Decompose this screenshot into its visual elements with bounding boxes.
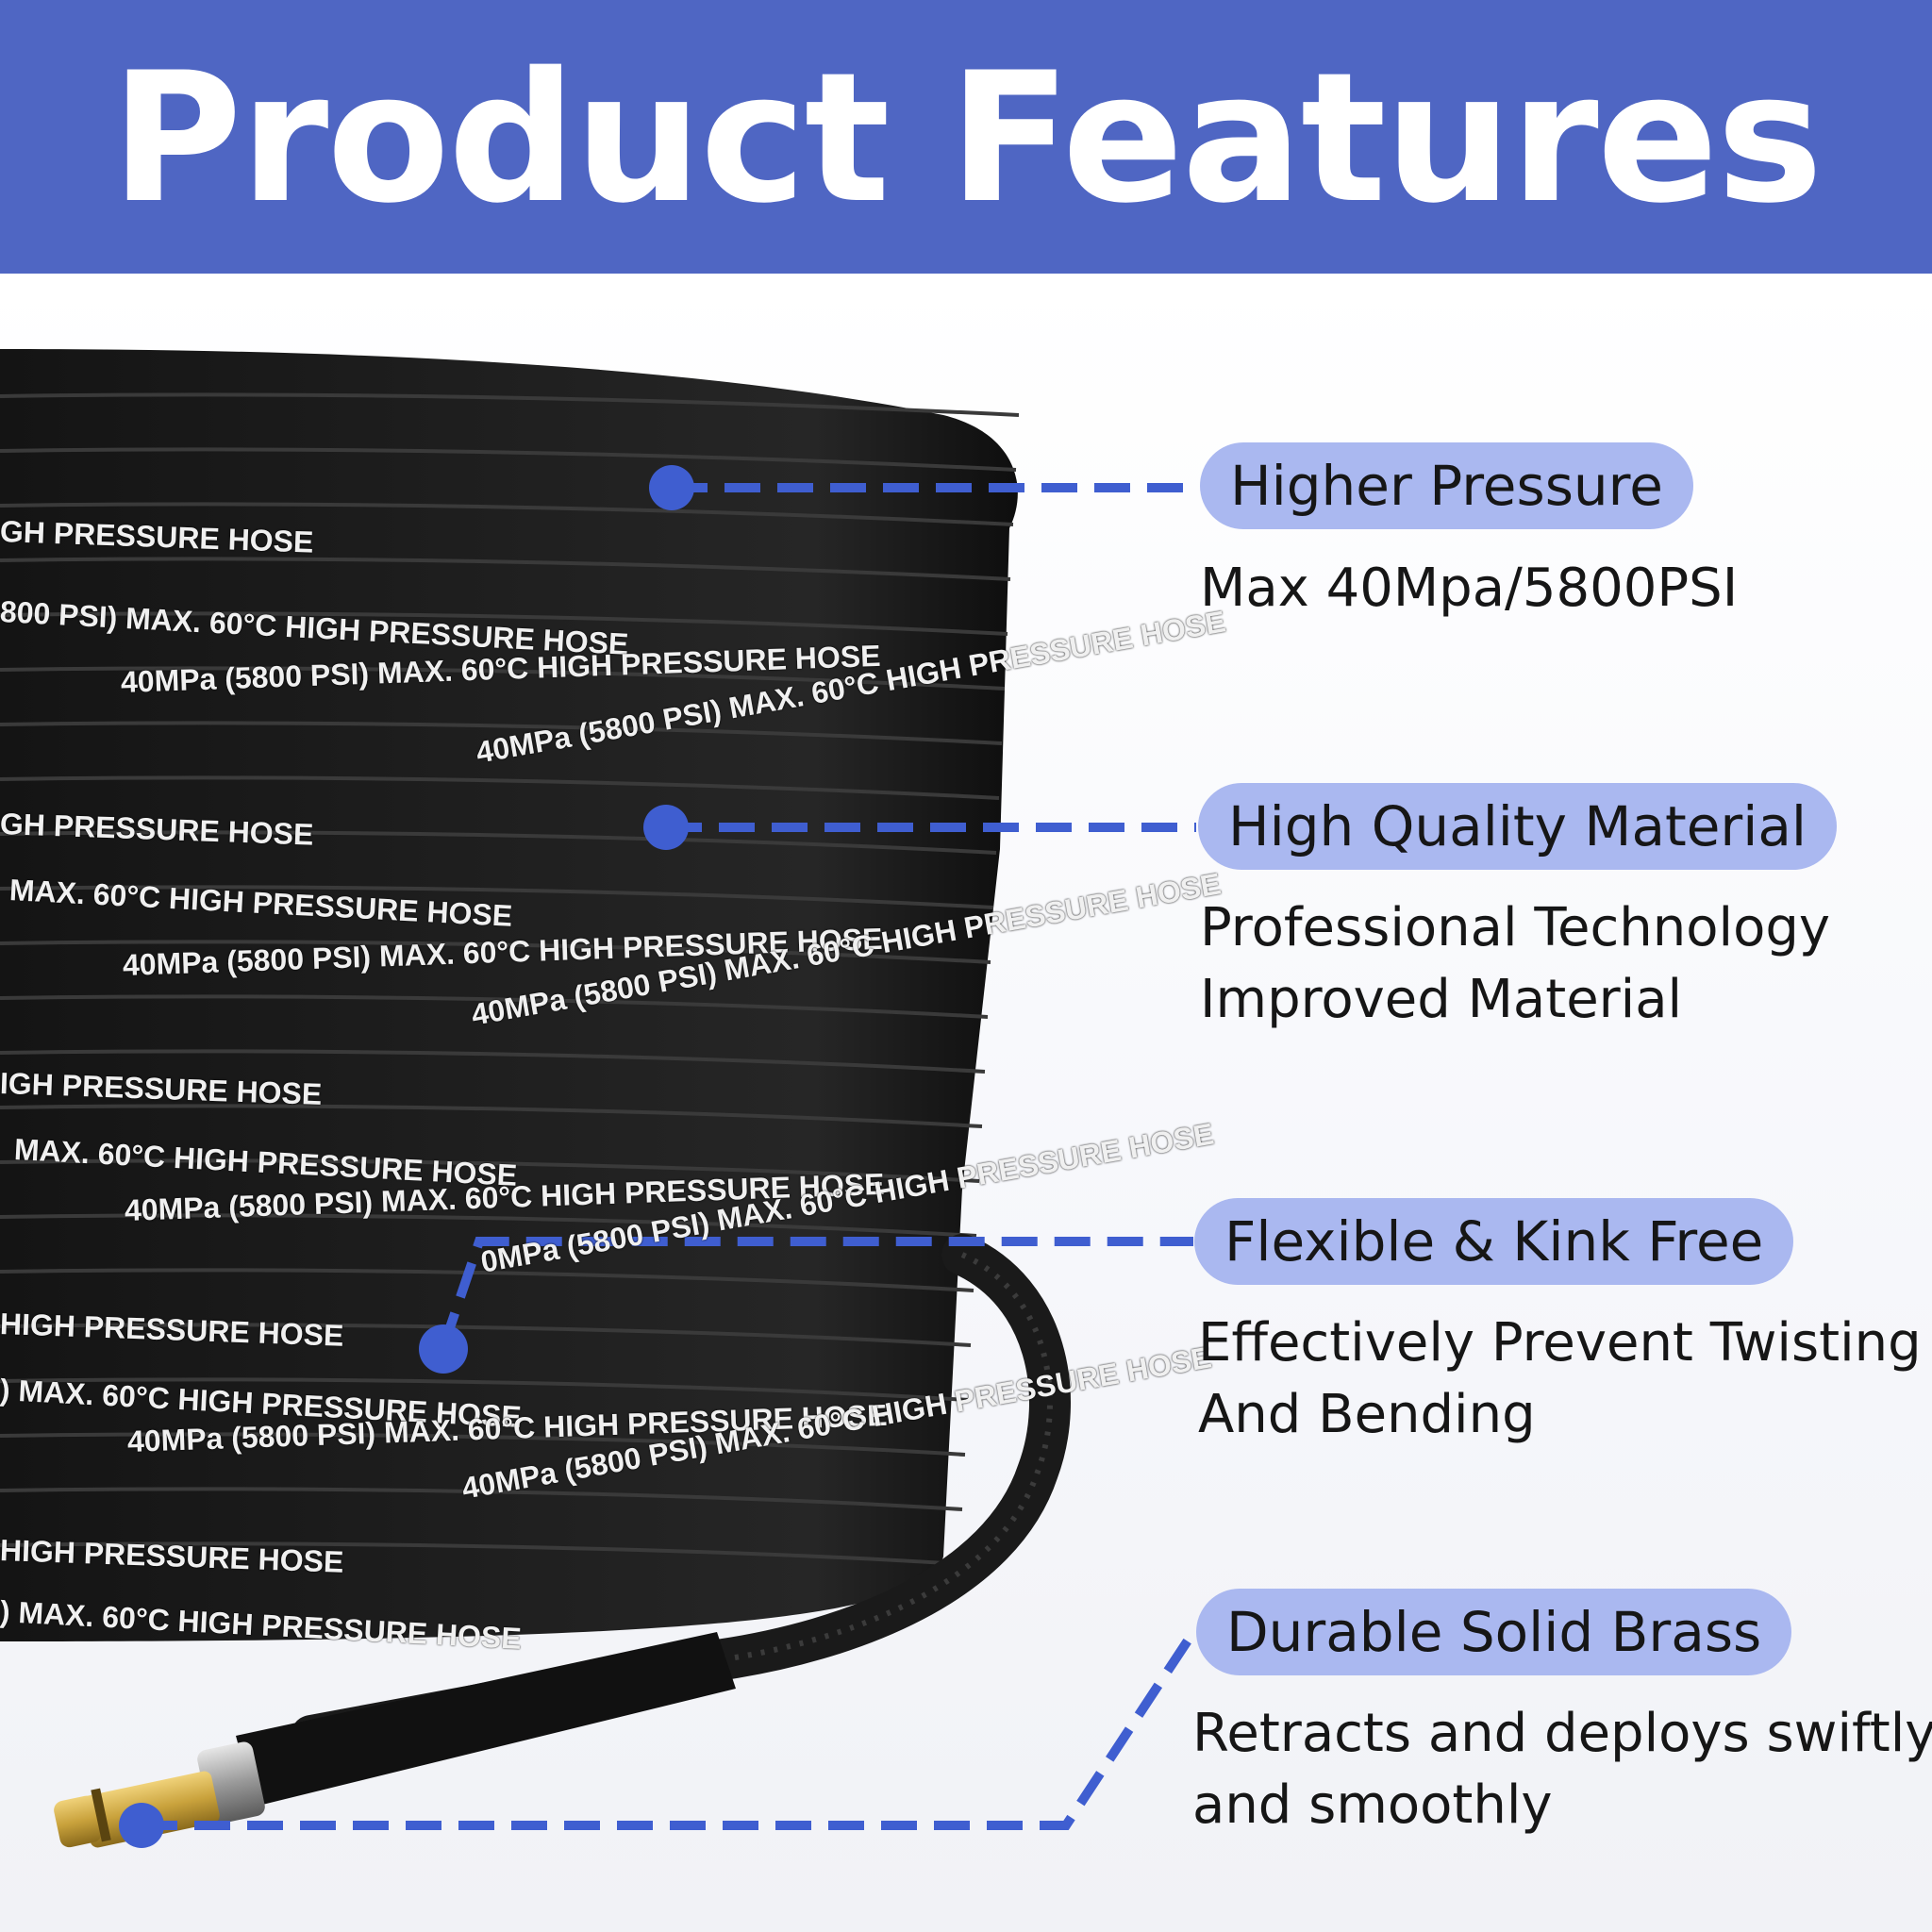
feature-desc-brass-1: Retracts and deploys swiftly bbox=[1192, 1703, 1932, 1764]
callout-dot-flexible bbox=[419, 1324, 468, 1374]
feature-desc-flexible-1: Effectively Prevent Twisting bbox=[1198, 1312, 1922, 1374]
feature-pill-pressure: Higher Pressure bbox=[1200, 442, 1693, 529]
coil-loop-edge bbox=[0, 1377, 969, 1402]
coil-loop-edge bbox=[0, 666, 1006, 691]
hose-sleeve bbox=[236, 1632, 736, 1807]
callout-dot-material bbox=[643, 805, 689, 850]
feature-desc-flexible-2: And Bending bbox=[1198, 1384, 1536, 1445]
coil-loop-edge bbox=[0, 392, 1020, 417]
coil-loop-edge bbox=[0, 1323, 972, 1347]
header-banner: Product Features bbox=[0, 0, 1932, 274]
coil-loop-edge bbox=[0, 1104, 983, 1128]
page-title: Product Features bbox=[110, 34, 1823, 242]
callout-dot-brass bbox=[119, 1803, 164, 1848]
coil-loop-edge bbox=[0, 1213, 977, 1238]
feature-desc-pressure-1: Max 40Mpa/5800PSI bbox=[1200, 558, 1739, 619]
coil-loop-edge bbox=[0, 1487, 963, 1511]
hose-tail bbox=[291, 1234, 1071, 1757]
feature-desc-material-2: Improved Material bbox=[1200, 969, 1683, 1030]
feature-pill-material: High Quality Material bbox=[1198, 783, 1838, 870]
coil-loops bbox=[0, 392, 1020, 1566]
coil-loop-edge bbox=[0, 1541, 960, 1566]
coil-loop-edge bbox=[0, 1158, 980, 1183]
coil-loop-edge bbox=[0, 830, 997, 855]
coil-loop-edge bbox=[0, 775, 1000, 800]
coil-loop-edge bbox=[0, 1049, 986, 1074]
coil-loop-edge bbox=[0, 885, 994, 909]
coil-body bbox=[0, 349, 1018, 1641]
coil-loop-edge bbox=[0, 447, 1017, 472]
coil-loop-edge bbox=[0, 1268, 974, 1292]
coil-loop-edge bbox=[0, 940, 991, 964]
feature-pill-flexible: Flexible & Kink Free bbox=[1194, 1198, 1794, 1285]
coil-loop-edge bbox=[0, 994, 989, 1019]
callout-lines bbox=[142, 483, 1200, 1830]
coil-loop-edge bbox=[0, 721, 1003, 745]
coil-loop-edge bbox=[0, 611, 1008, 636]
feature-pill-brass: Durable Solid Brass bbox=[1196, 1589, 1792, 1675]
feature-desc-brass-2: and smoothly bbox=[1192, 1774, 1553, 1836]
callout-dot-pressure bbox=[649, 465, 694, 510]
coil-loop-edge bbox=[0, 1432, 966, 1457]
coil-loop-edge bbox=[0, 557, 1011, 581]
coil-loop-edge bbox=[0, 502, 1014, 526]
feature-desc-material-1: Professional Technology bbox=[1200, 897, 1831, 958]
